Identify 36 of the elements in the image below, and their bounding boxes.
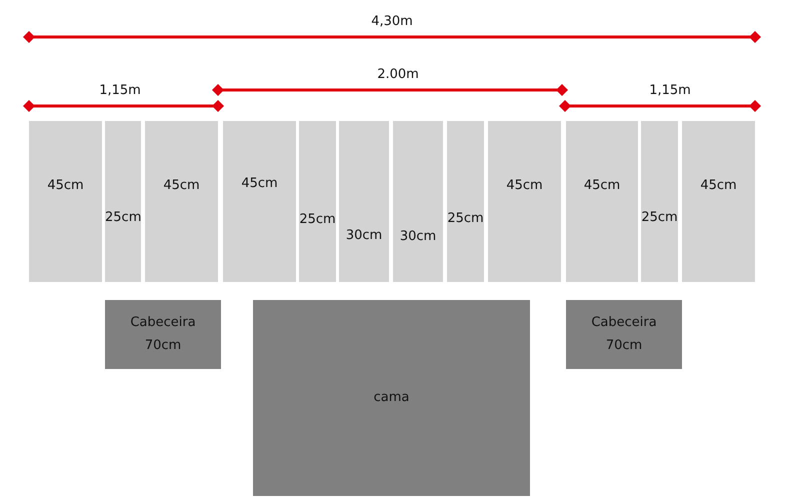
dimension-text: 70cm bbox=[144, 338, 182, 354]
wall-panel bbox=[145, 121, 218, 282]
dimension-text: 45cm bbox=[582, 178, 622, 194]
wall-panel bbox=[105, 121, 141, 282]
wall-panel bbox=[299, 121, 336, 282]
dimension-text: 45cm bbox=[162, 178, 201, 194]
wall-panel bbox=[682, 121, 755, 282]
wall-panel bbox=[339, 121, 389, 282]
wall-panel bbox=[641, 121, 678, 282]
wall-panel bbox=[488, 121, 561, 282]
nightstand-block bbox=[566, 300, 682, 369]
dimension-text: 30cm bbox=[344, 228, 384, 244]
bed-block bbox=[253, 300, 530, 496]
dimension-text: 45cm bbox=[240, 176, 279, 192]
node-title: Cabeceira bbox=[590, 315, 658, 331]
dimension-label: 1,15m bbox=[649, 83, 691, 99]
nightstand-block bbox=[105, 300, 221, 369]
dimension-text: 45cm bbox=[699, 178, 738, 194]
dimension-label: 4,30m bbox=[371, 14, 413, 30]
dimension-text: cama bbox=[372, 390, 410, 406]
wall-panel bbox=[223, 121, 296, 282]
dimension-text: 45cm bbox=[46, 178, 85, 194]
dimension-text: 25cm bbox=[105, 210, 141, 226]
node-title: Cabeceira bbox=[129, 315, 197, 331]
dimension-text: 45cm bbox=[505, 178, 544, 194]
wall-panel bbox=[566, 121, 638, 282]
wall-panel bbox=[393, 121, 443, 282]
dimension-text: 30cm bbox=[398, 229, 438, 245]
wall-panel bbox=[29, 121, 102, 282]
wall-panel bbox=[447, 121, 484, 282]
dimension-label: 2.00m bbox=[377, 67, 419, 83]
dimension-text: 25cm bbox=[447, 211, 484, 227]
dimension-label: 1,15m bbox=[99, 83, 141, 99]
dimension-text: 70cm bbox=[604, 338, 644, 354]
dimension-text: 25cm bbox=[299, 212, 336, 228]
dimension-text: 25cm bbox=[641, 210, 678, 226]
